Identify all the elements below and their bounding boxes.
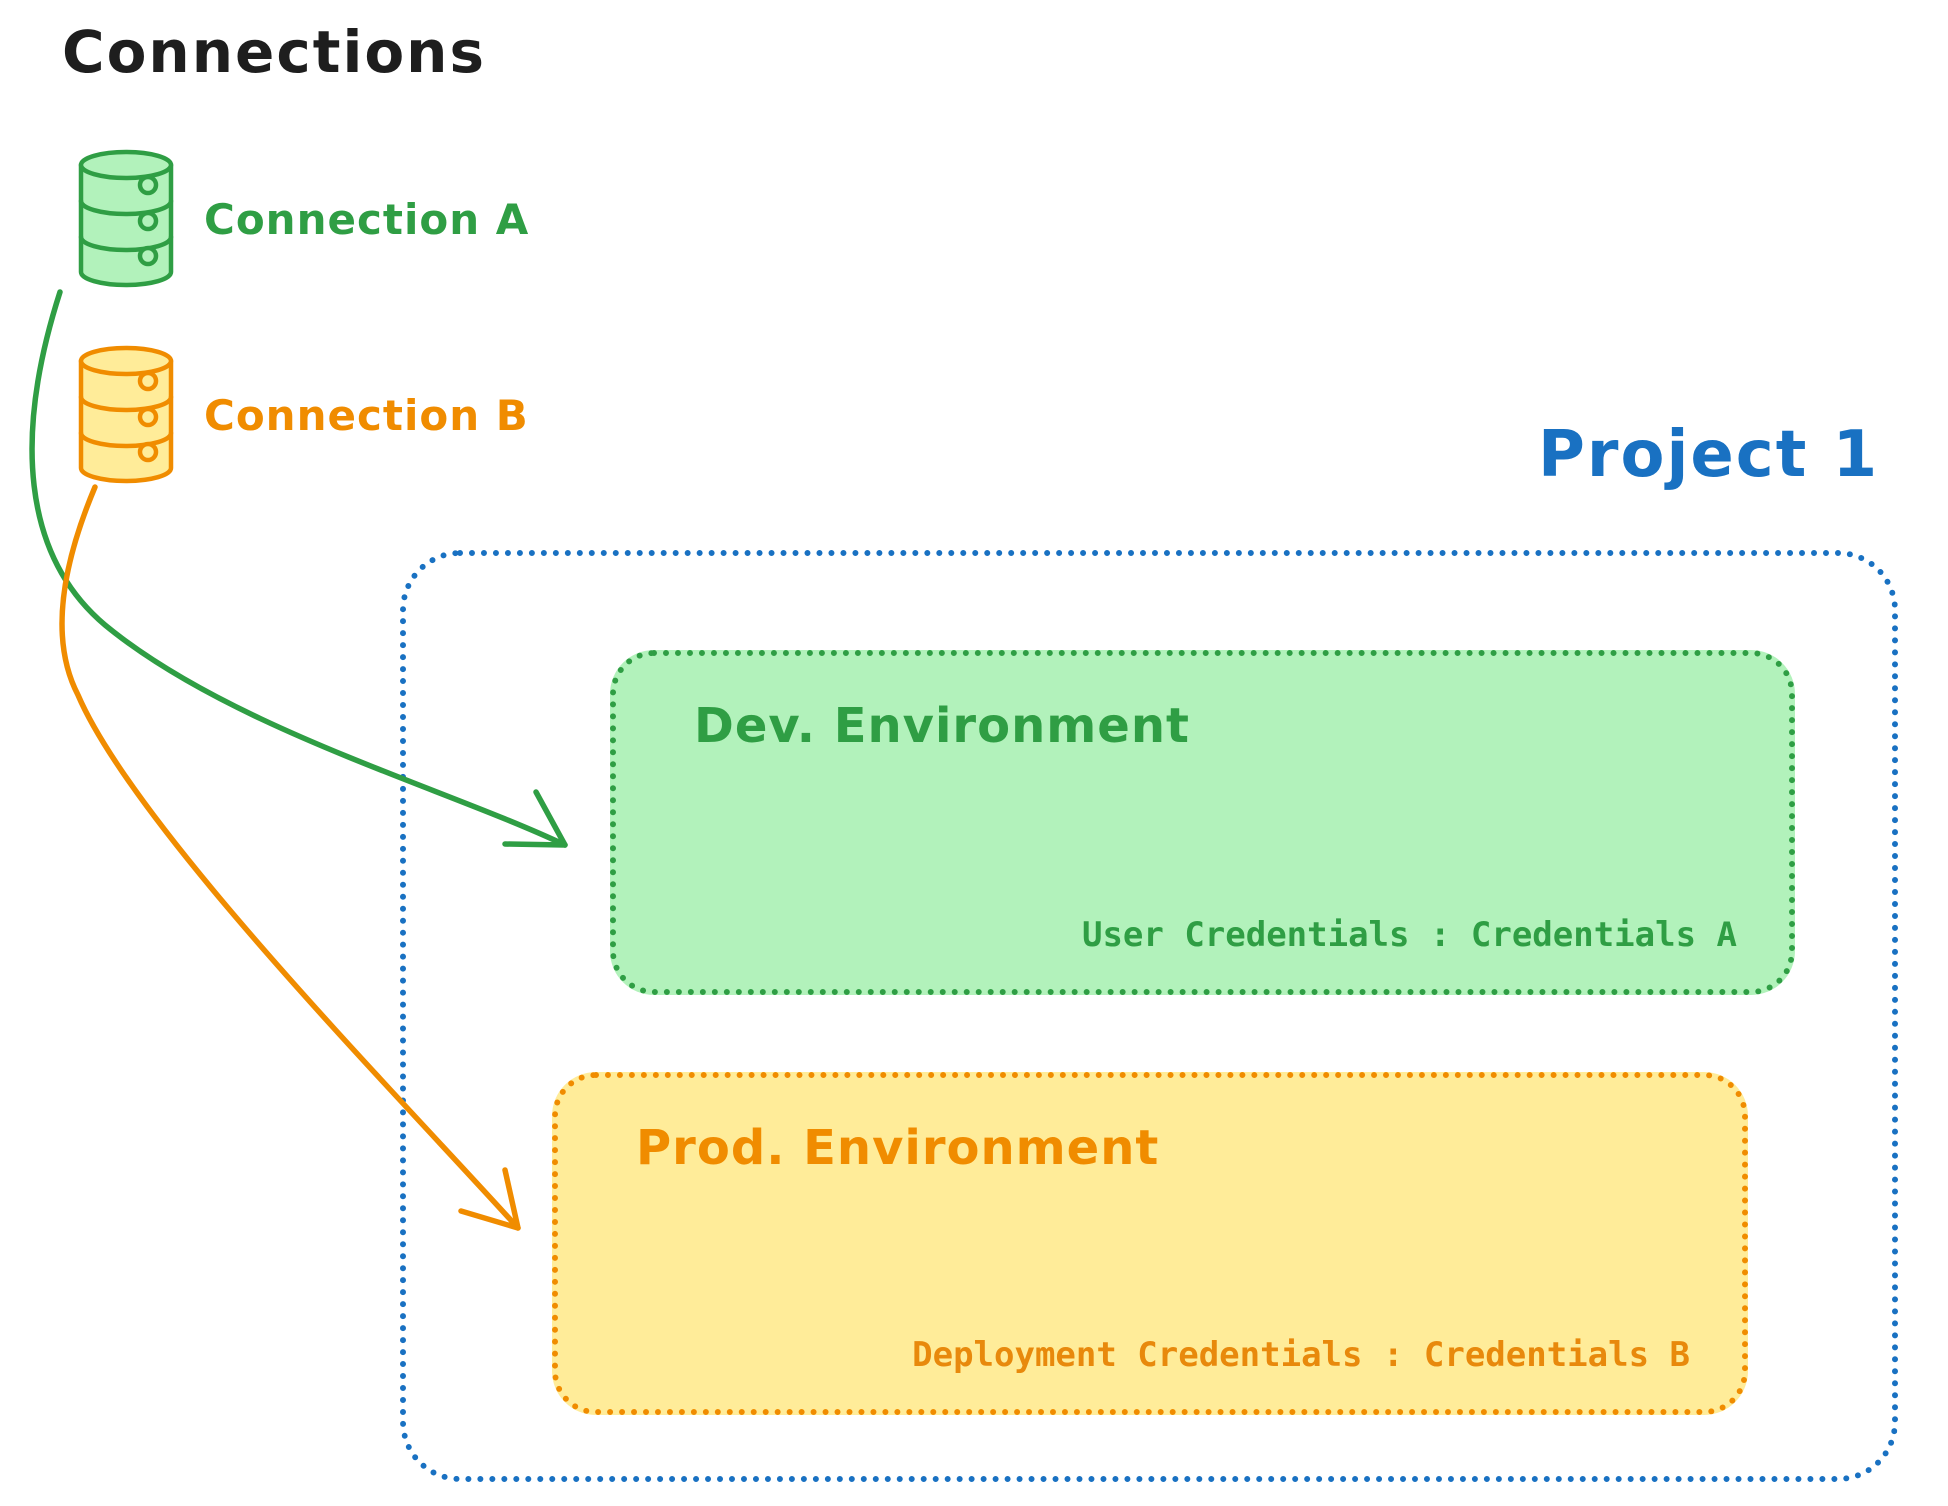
connection-a-item: Connection A (76, 148, 529, 290)
prod-environment-credentials: Deployment Credentials : Credentials B (912, 1335, 1690, 1375)
prod-environment-box: Prod. Environment Deployment Credentials… (552, 1072, 1748, 1415)
connection-b-label: Connection B (204, 390, 529, 440)
project-title: Project 1 (1538, 418, 1880, 492)
connections-title: Connections (62, 18, 486, 86)
prod-environment-title: Prod. Environment (636, 1120, 1160, 1176)
database-icon-connection-a (78, 149, 174, 288)
dev-environment-credentials: User Credentials : Credentials A (1081, 915, 1737, 955)
connection-a-label: Connection A (204, 194, 530, 244)
dev-environment-title: Dev. Environment (694, 698, 1190, 754)
connection-b-item: Connection B (76, 344, 529, 486)
database-icon-connection-b (78, 345, 174, 484)
dev-environment-box: Dev. Environment User Credentials : Cred… (610, 650, 1795, 995)
